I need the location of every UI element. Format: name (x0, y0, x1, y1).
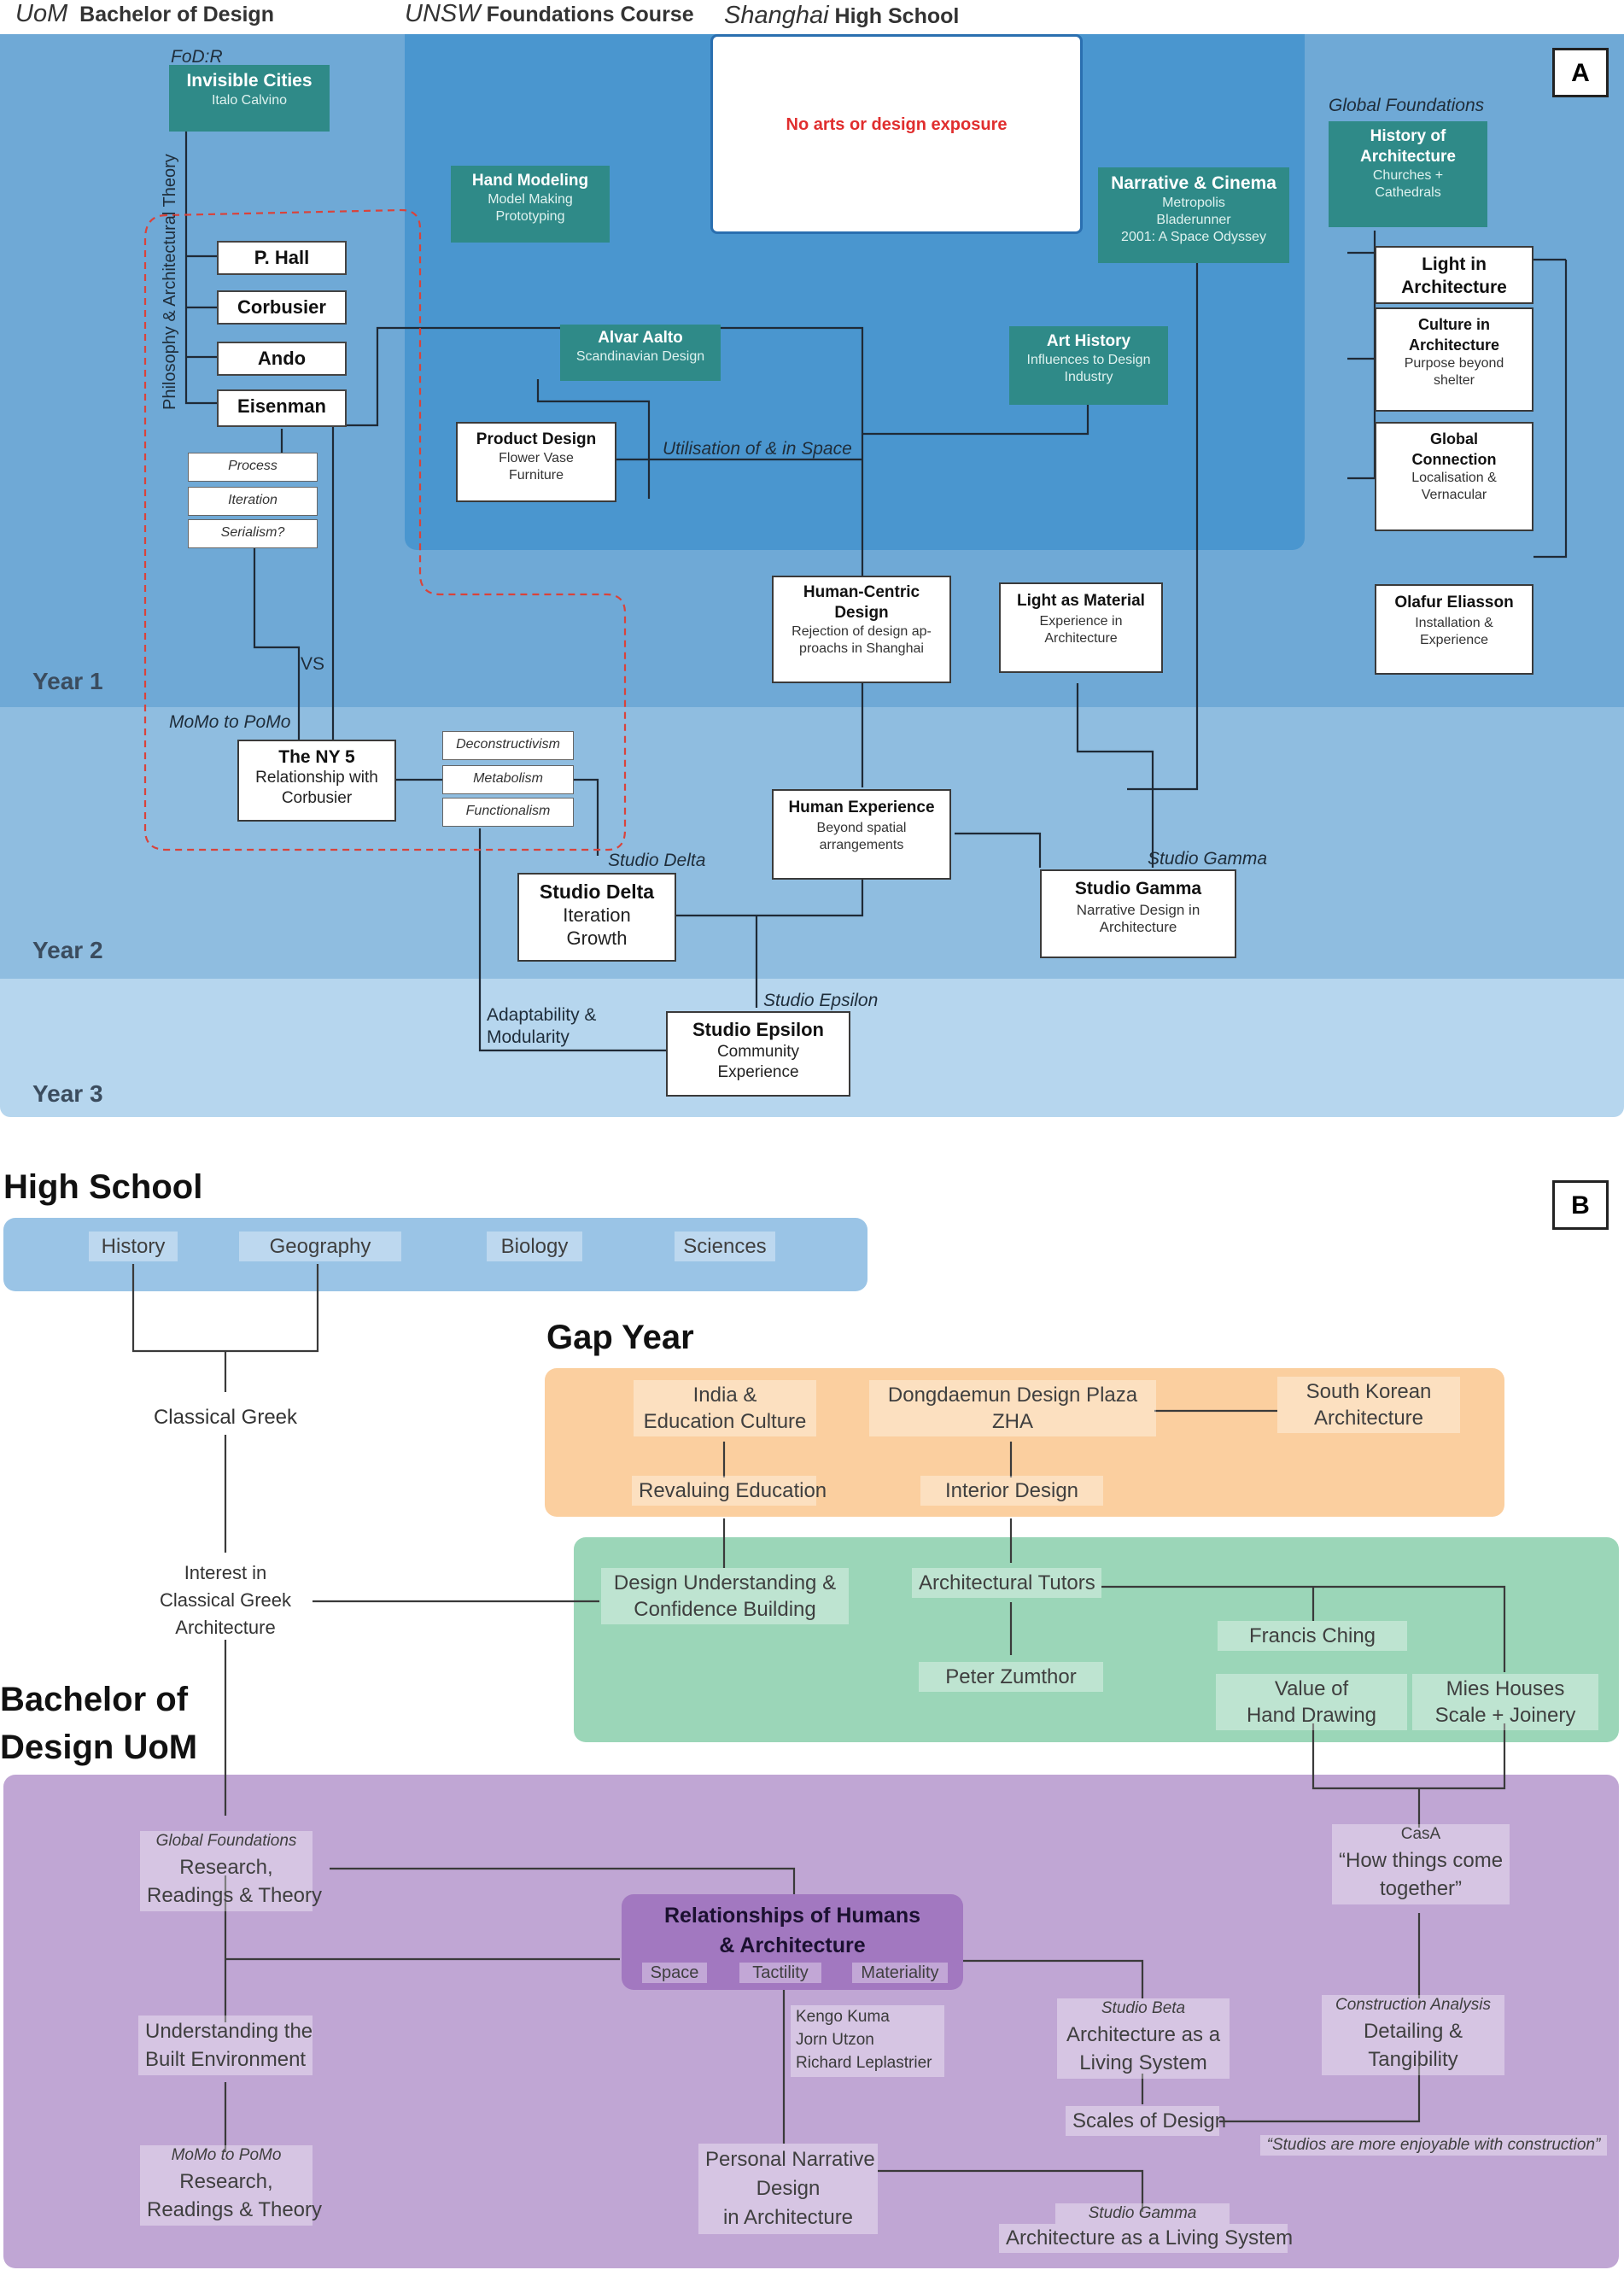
year-3-label: Year 3 (32, 1080, 103, 1107)
research-readings-theory-2: Research,Readings & Theory (140, 2166, 322, 2226)
momo-label-b: MoMo to PoMo (140, 2145, 313, 2166)
india-education-culture: India &Education Culture (634, 1380, 816, 1436)
movement-deconstructivism: Deconstructivism (442, 731, 574, 760)
year-1-label: Year 1 (32, 668, 103, 694)
header-shanghai: Shanghai High School (724, 2, 960, 29)
francis-ching: Francis Ching (1218, 1621, 1407, 1651)
studio-gamma-living-system: Architecture as a Living System (999, 2224, 1293, 2253)
subject-history: History (89, 1232, 178, 1261)
adaptability-label: Adaptability & Modularity (487, 1005, 597, 1047)
concept-process: Process (188, 453, 318, 482)
global-foundations-label: Global Foundations (1329, 96, 1485, 115)
vs-label: VS (301, 654, 325, 674)
shanghai-highschool-box: No arts or design exposure (710, 34, 1083, 234)
construction-quote: “Studios are more enjoyable with constru… (1260, 2135, 1607, 2156)
research-readings-theory-1: Research,Readings & Theory (140, 1852, 322, 1911)
philosophy-label: Philosophy & Architectural Theory (161, 154, 179, 410)
casa-label: CasA (1332, 1824, 1510, 1845)
construction-analysis-label: Construction Analysis (1322, 1995, 1504, 2016)
gap-year-heading: Gap Year (546, 1319, 694, 1356)
no-exposure-text: No arts or design exposure (786, 115, 1008, 134)
utilisation-label: Utilisation of & in Space (663, 439, 852, 459)
architect-ando: Ando (217, 342, 347, 376)
panel-b-tag: B (1552, 1180, 1609, 1230)
studio-gamma-label-b: Studio Gamma (1055, 2203, 1230, 2224)
architect-eisenman: Eisenman (217, 389, 347, 427)
studio-epsilon-label: Studio Epsilon (763, 991, 879, 1010)
scales-of-design: Scales of Design (1066, 2106, 1226, 2136)
fodr-label: FoD:R (171, 47, 223, 67)
detailing-tangibility: Detailing &Tangibility (1322, 2016, 1504, 2075)
concept-serialism: Serialism? (188, 519, 318, 548)
relationships-humans-architecture: Relationships of Humans& Architecture (622, 1894, 963, 1990)
tag-materiality: Materiality (852, 1963, 948, 1983)
global-foundations-label-b: Global Foundations (140, 1831, 313, 1852)
subject-sciences: Sciences (675, 1232, 775, 1261)
peter-zumthor: Peter Zumthor (919, 1662, 1103, 1692)
momo-label: MoMo to PoMo (169, 712, 291, 732)
studio-beta-label: Studio Beta (1057, 1998, 1230, 2019)
revaluing-education: Revaluing Education (632, 1476, 827, 1506)
high-school-heading: High School (3, 1168, 203, 1206)
architectural-tutors: Architectural Tutors (912, 1568, 1101, 1598)
studio-gamma-label: Studio Gamma (1148, 849, 1268, 869)
architect-corbusier: Corbusier (217, 290, 347, 325)
studio-delta-label: Studio Delta (608, 851, 706, 870)
header-unsw: UNSW Foundations Course (405, 0, 694, 27)
subject-biology: Biology (487, 1232, 582, 1261)
subject-geography: Geography (239, 1232, 401, 1261)
architect-p-hall: P. Hall (217, 241, 347, 275)
classical-greek-text: Classical Greek (153, 1406, 298, 1429)
interior-design: Interior Design (920, 1476, 1103, 1506)
tag-tactility: Tactility (739, 1963, 821, 1983)
concept-iteration: Iteration (188, 487, 318, 516)
year-2-label: Year 2 (32, 937, 103, 963)
design-understanding: Design Understanding &Confidence Buildin… (601, 1568, 849, 1624)
header-uom: UoM Bachelor of Design (15, 0, 274, 27)
movement-metabolism: Metabolism (442, 765, 574, 794)
movement-functionalism: Functionalism (442, 798, 574, 827)
panel-a-tag: A (1552, 48, 1609, 97)
tag-space: Space (642, 1963, 707, 1983)
